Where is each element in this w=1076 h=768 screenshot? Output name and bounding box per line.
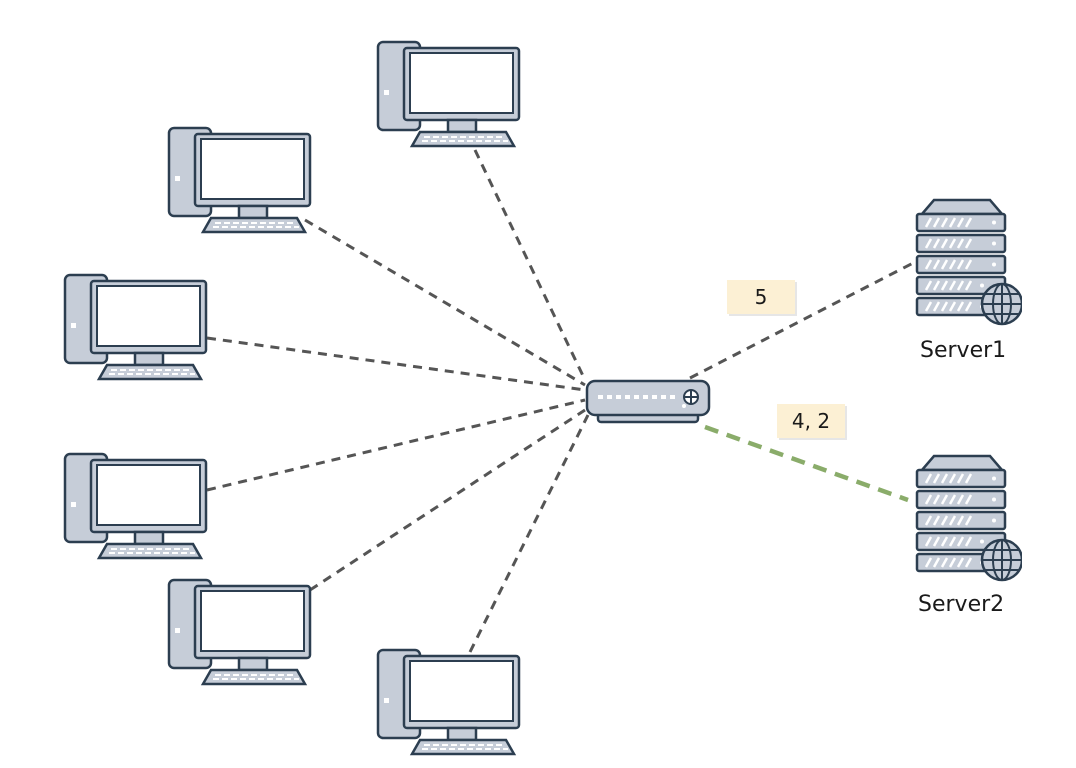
computer-1 bbox=[376, 40, 521, 148]
desktop-computer-icon bbox=[63, 452, 208, 560]
server-1 bbox=[912, 196, 1024, 331]
desktop-computer-icon bbox=[376, 40, 521, 148]
link-pc-bottom bbox=[468, 414, 590, 653]
link-server-1 bbox=[689, 260, 916, 380]
server-2-link-label: 4, 2 bbox=[777, 404, 845, 438]
desktop-computer-icon bbox=[167, 578, 312, 686]
link-pc-upper-left bbox=[304, 218, 586, 387]
computer-2 bbox=[167, 126, 312, 234]
link-pc-top bbox=[473, 149, 587, 381]
server-2-label: Server2 bbox=[918, 592, 1005, 617]
server-rack-icon bbox=[915, 454, 1024, 582]
link-pc-mid-lower bbox=[206, 398, 586, 492]
desktop-computer-icon bbox=[63, 273, 208, 381]
server-rack-icon bbox=[915, 198, 1024, 326]
link-server-2 bbox=[704, 424, 909, 503]
server-1-label: Server1 bbox=[920, 338, 1007, 363]
globe-icon bbox=[980, 282, 1024, 326]
desktop-computer-icon bbox=[376, 648, 521, 756]
link-pc-lower-left bbox=[309, 408, 586, 592]
server-2 bbox=[912, 452, 1024, 587]
desktop-computer-icon bbox=[167, 126, 312, 234]
link-pc-mid-upper bbox=[206, 336, 586, 392]
network-switch-icon bbox=[585, 379, 711, 424]
computer-6 bbox=[376, 648, 521, 756]
computer-4 bbox=[63, 452, 208, 560]
computer-5 bbox=[167, 578, 312, 686]
computer-3 bbox=[63, 273, 208, 381]
server-1-link-label: 5 bbox=[727, 280, 795, 314]
globe-icon bbox=[980, 538, 1024, 582]
